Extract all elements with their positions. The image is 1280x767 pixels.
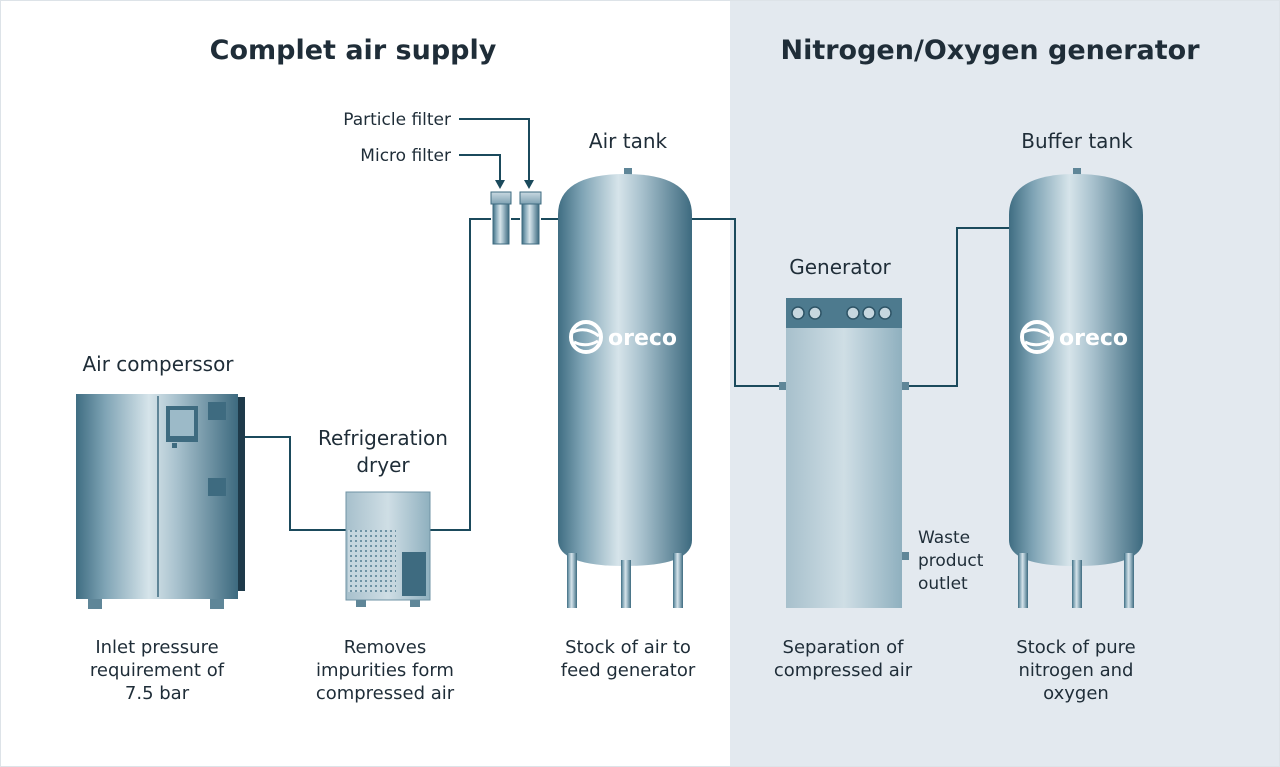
compressor-caption-3: 7.5 bar xyxy=(125,683,190,704)
dryer-label-line1: Refrigeration xyxy=(318,426,448,450)
generator-label: Generator xyxy=(789,255,891,279)
buffer-tank-caption-1: Stock of pure xyxy=(1016,637,1136,658)
pipe-airtank-to-generator xyxy=(692,218,781,387)
generator-caption-2: compressed air xyxy=(774,660,913,681)
dryer-label-line2: dryer xyxy=(356,453,410,477)
dryer-caption-2: impurities form xyxy=(316,660,454,681)
pipe-generator-to-buffer xyxy=(905,227,1011,387)
buffer-tank-caption-3: oxygen xyxy=(1043,683,1109,704)
air-tank-caption-2: feed generator xyxy=(561,660,696,681)
buffer-tank-caption-2: nitrogen and xyxy=(1019,660,1134,681)
oreco-logo-air-tank: oreco xyxy=(569,320,677,354)
oreco-logo-text: oreco xyxy=(608,326,677,351)
micro-filter-arrowhead xyxy=(495,180,505,189)
compressor-caption-1: Inlet pressure xyxy=(95,637,218,658)
particle-filter-arrowhead xyxy=(524,180,534,189)
pipe-compressor-to-dryer xyxy=(243,436,346,531)
generator-caption-1: Separation of xyxy=(783,637,905,658)
micro-filter-label: Micro filter xyxy=(360,146,451,166)
dryer-caption-3: compressed air xyxy=(316,683,455,704)
air-tank-caption-1: Stock of air to xyxy=(565,637,691,658)
micro-filter xyxy=(490,191,512,245)
waste-label-line2: product xyxy=(918,551,984,571)
air-tank xyxy=(558,168,692,608)
pipe-dryer-to-filters xyxy=(430,218,491,531)
refrigeration-dryer xyxy=(345,491,431,607)
compressor-caption-2: requirement of xyxy=(90,660,225,681)
oreco-logo-buffer-tank: oreco xyxy=(1020,320,1128,354)
generator xyxy=(779,298,909,608)
waste-label-line1: Waste xyxy=(918,528,970,548)
dryer-caption-1: Removes xyxy=(344,637,426,658)
particle-filter-arrow xyxy=(459,118,530,182)
micro-filter-arrow xyxy=(459,154,501,182)
air-compressor xyxy=(76,394,245,609)
air-compressor-label: Air comperssor xyxy=(82,352,234,376)
particle-filter xyxy=(519,191,542,245)
buffer-tank-label: Buffer tank xyxy=(1021,129,1133,153)
air-tank-label: Air tank xyxy=(589,129,668,153)
particle-filter-label: Particle filter xyxy=(343,110,451,130)
oreco-logo-text: oreco xyxy=(1059,326,1128,351)
waste-label-line3: outlet xyxy=(918,574,968,594)
right-section-title: Nitrogen/Oxygen generator xyxy=(780,35,1200,66)
buffer-tank xyxy=(1009,168,1143,608)
left-section-title: Complet air supply xyxy=(210,35,497,66)
